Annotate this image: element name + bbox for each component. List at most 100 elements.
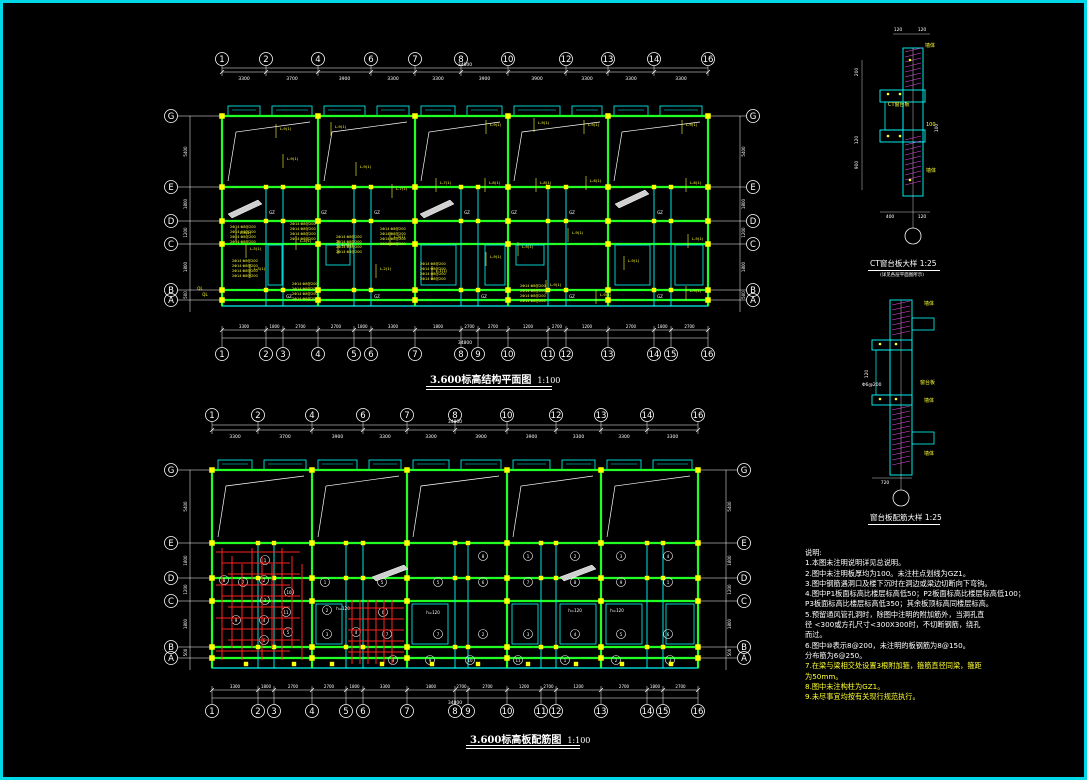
axis-bubble-bottom-circle <box>259 347 273 361</box>
dim-bottom: 1800 <box>261 684 272 689</box>
axis-bubble-bottom-circle <box>454 347 468 361</box>
axis-bubble-left-circle <box>164 640 178 654</box>
dim-left: 1800 <box>183 261 188 272</box>
dim-right: 5400 <box>727 501 732 512</box>
dim-top: 3900 <box>531 76 543 82</box>
dim-tick <box>705 69 711 75</box>
axis-bubble-bottom-circle <box>691 704 705 718</box>
column <box>465 575 471 581</box>
column <box>598 540 604 546</box>
axis-bubble-top-label: 4 <box>315 55 320 65</box>
column <box>291 661 297 667</box>
beam-label: L-4(1) <box>300 238 312 243</box>
slab-mark-circle <box>433 577 443 587</box>
axis-bubble-top-label: 2 <box>255 411 260 421</box>
column <box>605 287 611 293</box>
slab-mark: 7 <box>527 580 530 585</box>
slab-diagonal <box>217 475 305 538</box>
axis-bubble-left-label: G <box>168 112 175 122</box>
hatch <box>891 445 911 451</box>
slab-mark: 4 <box>574 632 577 637</box>
axis-bubble-bottom-label: 11 <box>536 707 547 717</box>
beam-label: L-9(1) <box>522 244 534 249</box>
dim-top: 3900 <box>479 76 491 82</box>
column <box>598 467 604 473</box>
column-tag: GZ <box>286 294 292 299</box>
hatch <box>891 320 911 326</box>
axis-bubble-bottom-circle <box>364 347 378 361</box>
room-outline <box>411 603 449 645</box>
column <box>475 184 481 190</box>
column <box>209 644 215 650</box>
column <box>309 644 315 650</box>
note-line: 3.图中钢筋遇洞口及楼下沉时在洞边或梁边切断向下弯钩。 <box>805 578 992 588</box>
column <box>475 218 481 224</box>
hatch <box>904 145 922 151</box>
column <box>598 598 604 604</box>
slab-mark: 8 <box>574 580 577 585</box>
axis-bubble-bottom-circle <box>311 347 325 361</box>
axis-bubble-top-circle <box>400 408 414 422</box>
slab-mark: 1 <box>564 658 567 663</box>
dim-left: 1200 <box>183 584 188 595</box>
column <box>379 661 385 667</box>
column <box>343 540 349 546</box>
axis-bubble-right-label: G <box>741 466 748 476</box>
rebar-note: 2Φ14 Φ8@200 <box>520 284 546 288</box>
detail-ct-dim: 400 <box>886 214 895 220</box>
dim-tick <box>505 69 511 75</box>
column <box>404 644 410 650</box>
slab-mark: 5 <box>287 630 290 635</box>
hatch <box>904 140 922 146</box>
slab-mark: 11 <box>283 610 289 615</box>
sill-slab <box>871 339 913 351</box>
slab-end <box>911 317 935 331</box>
column <box>263 184 269 190</box>
column <box>545 218 551 224</box>
rebar-dot <box>886 134 890 138</box>
rebar-note: 2Φ14 Φ8@200 <box>232 274 258 278</box>
axis-bubble-top-label: 14 <box>649 55 660 65</box>
note-line: 径 <300或方孔尺寸<300X300时，不切断钢筋，绕孔 <box>805 620 981 630</box>
dim-tick <box>545 327 551 333</box>
detail-ct-title-underline <box>868 270 940 271</box>
axis-bubble-bottom-circle <box>305 704 319 718</box>
beam-label: L-9(1) <box>686 122 698 127</box>
axis-bubble-bottom-label: 15 <box>658 707 669 717</box>
column <box>309 540 315 546</box>
slab-mark-circle <box>663 629 673 639</box>
axis-bubble-left-circle <box>164 463 178 477</box>
column <box>660 540 666 546</box>
rebar-note: 2Φ14 Φ8@200 <box>230 235 256 239</box>
dim-total-top: 34800 <box>458 62 472 68</box>
plan-top-scale: 1:100 <box>537 376 561 385</box>
column <box>452 644 458 650</box>
column <box>458 218 464 224</box>
bay-window <box>317 459 358 471</box>
axis-bubble-bottom-label: 10 <box>503 350 514 360</box>
bay-window <box>613 105 649 117</box>
column <box>404 540 410 546</box>
axis-bubble-left-circle <box>164 536 178 550</box>
dim-bottom: 1800 <box>269 324 280 329</box>
beam-label: L-6(1) <box>690 180 702 185</box>
slab-mark-circle <box>523 577 533 587</box>
dim-tick <box>458 69 464 75</box>
axis-bubble-bottom-circle <box>205 704 219 718</box>
column <box>475 661 481 667</box>
sill-void <box>875 349 891 396</box>
dim-bottom: 2700 <box>456 684 467 689</box>
column <box>271 540 277 546</box>
rebar-dot <box>908 178 912 182</box>
dim-tick <box>475 327 481 333</box>
slab-diagonal <box>227 121 311 182</box>
hatch <box>904 77 922 83</box>
axis-bubble-bottom-circle <box>534 704 548 718</box>
detail-window-label: 墙体 <box>924 397 934 404</box>
hatch <box>904 160 922 166</box>
detail-ct-subtitle: (详见各层平面图所示) <box>880 273 925 278</box>
axis-bubble-detail <box>904 227 922 245</box>
axis-bubble-bottom-label: 4 <box>309 707 314 717</box>
slab-mark: 1 <box>527 554 530 559</box>
beam-label: L-7(1) <box>396 186 408 191</box>
